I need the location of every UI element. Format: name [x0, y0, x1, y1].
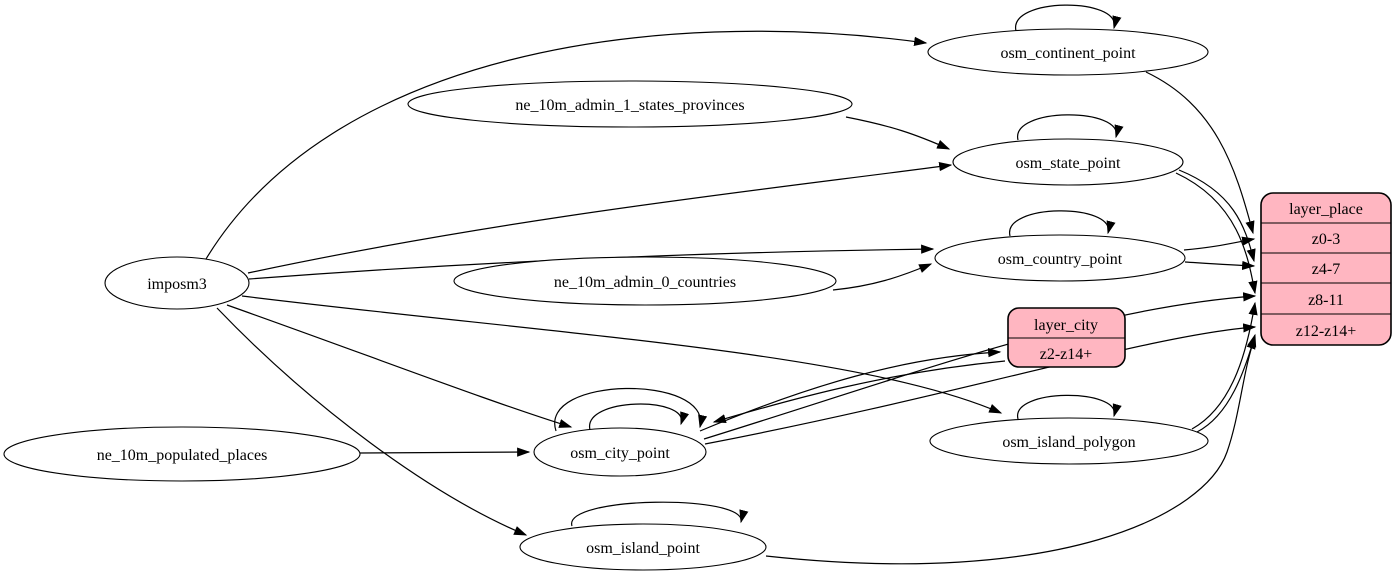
layer_place-row-z4-7: z4-7 [1312, 261, 1340, 278]
node-imposm3: imposm3 [104, 256, 250, 310]
layer_city-title: layer_city [1034, 317, 1098, 334]
node-layer_place: layer_place z0-3 z4-7 z8-11 z12-z14+ [1260, 192, 1392, 346]
edge-imposm3-osm_island_polygon [241, 295, 1003, 414]
osm_continent_point-label: osm_continent_point [1000, 45, 1136, 62]
edge-osm_state_point-layer_place-z8-11 [1175, 172, 1258, 295]
osm_state_point-label: osm_state_point [1016, 155, 1121, 172]
node-osm_continent_point: osm_continent_point [927, 28, 1209, 76]
edge-imposm3-osm_city_point [226, 304, 573, 428]
osm_country_point-ellipse [934, 234, 1186, 282]
node-osm_country_point: osm_country_point [934, 234, 1186, 282]
osm_island_polygon-label: osm_island_polygon [1002, 434, 1135, 451]
edge-osm_island_point-layer_place-z12-z14 [765, 335, 1256, 565]
osm_continent_point-ellipse [927, 28, 1209, 76]
node-ne_10m_admin_1_states_provinces: ne_10m_admin_1_states_provinces [407, 80, 853, 128]
ne_10m_populated_places-label: ne_10m_populated_places [97, 447, 268, 464]
layer_place-title: layer_place [1289, 201, 1363, 218]
ne_10m_admin_1_states_provinces-label: ne_10m_admin_1_states_provinces [515, 97, 744, 114]
osm_city_point-label: osm_city_point [570, 445, 670, 462]
node-ne_10m_populated_places: ne_10m_populated_places [3, 426, 361, 482]
node-osm_island_polygon: osm_island_polygon [929, 417, 1209, 465]
edge-osm_country_point-self-loop [1009, 210, 1116, 237]
edge-osm_state_point-self-loop [1017, 114, 1124, 141]
osm_country_point-label: osm_country_point [998, 251, 1123, 268]
ne_10m_admin_0_countries-ellipse [453, 256, 837, 306]
osm_city_point-ellipse [533, 427, 707, 477]
edge-osm_island_polygon-self-loop [1017, 394, 1122, 420]
edge-osm_island_point-self-loop [571, 501, 749, 527]
osm_island_point-label: osm_island_point [586, 540, 700, 557]
edge-osm_city_point-layer_place-z12-z14 [704, 323, 1257, 445]
edge-layer_city-osm_city_point [712, 360, 1006, 424]
edge-ne_10m_populated_places-osm_city_point [359, 447, 531, 457]
edge-osm_city_point-self-loop-outer [554, 387, 708, 432]
edge-imposm3-osm_continent_point [205, 30, 928, 260]
edge-ne_10m_admin_0_countries-osm_country_point [832, 263, 933, 291]
edge-osm_country_point-layer_place-z4-7 [1184, 260, 1256, 271]
edge-imposm3-osm_state_point [247, 162, 953, 274]
edge-osm_city_point-self-loop-inner [589, 403, 689, 431]
osm_island_polygon-ellipse [929, 417, 1209, 465]
edge-osm_continent_point-layer_place-z0-3 [1145, 71, 1255, 235]
edge-osm_city_point-layer_place-z8-11 [703, 292, 1257, 440]
imposm3-ellipse [104, 256, 250, 310]
edge-osm_island_polygon-layer_place-z8-11 [1191, 301, 1258, 430]
node-osm_city_point: osm_city_point [533, 427, 707, 477]
ne_10m_admin_0_countries-label: ne_10m_admin_0_countries [554, 274, 736, 291]
layer_place-box [1260, 192, 1392, 346]
layer_place-row-z12-z14: z12-z14+ [1296, 323, 1357, 340]
osm_state_point-ellipse [952, 138, 1184, 186]
node-osm_state_point: osm_state_point [952, 138, 1184, 186]
layer_place-row-z8-11: z8-11 [1308, 292, 1344, 309]
edge-imposm3-osm_island_point [216, 307, 528, 536]
osm_island_point-ellipse [519, 523, 767, 571]
layer_city-row-z2-z14: z2-z14+ [1040, 346, 1093, 363]
ne_10m_populated_places-ellipse [3, 426, 361, 482]
edge-osm_state_point-layer_place-z4-7 [1178, 169, 1256, 263]
edge-osm_continent_point-self-loop [1015, 4, 1122, 32]
node-ne_10m_admin_0_countries: ne_10m_admin_0_countries [453, 256, 837, 306]
layer_place-row-z0-3: z0-3 [1312, 231, 1340, 248]
ne_10m_admin_1_states_provinces-ellipse [407, 80, 853, 128]
node-osm_island_point: osm_island_point [519, 523, 767, 571]
edge-ne_10m_admin_1_states_provinces-osm_state_point [845, 116, 951, 150]
imposm3-label: imposm3 [147, 276, 207, 293]
node-layer_city: layer_city z2-z14+ [1007, 307, 1126, 368]
